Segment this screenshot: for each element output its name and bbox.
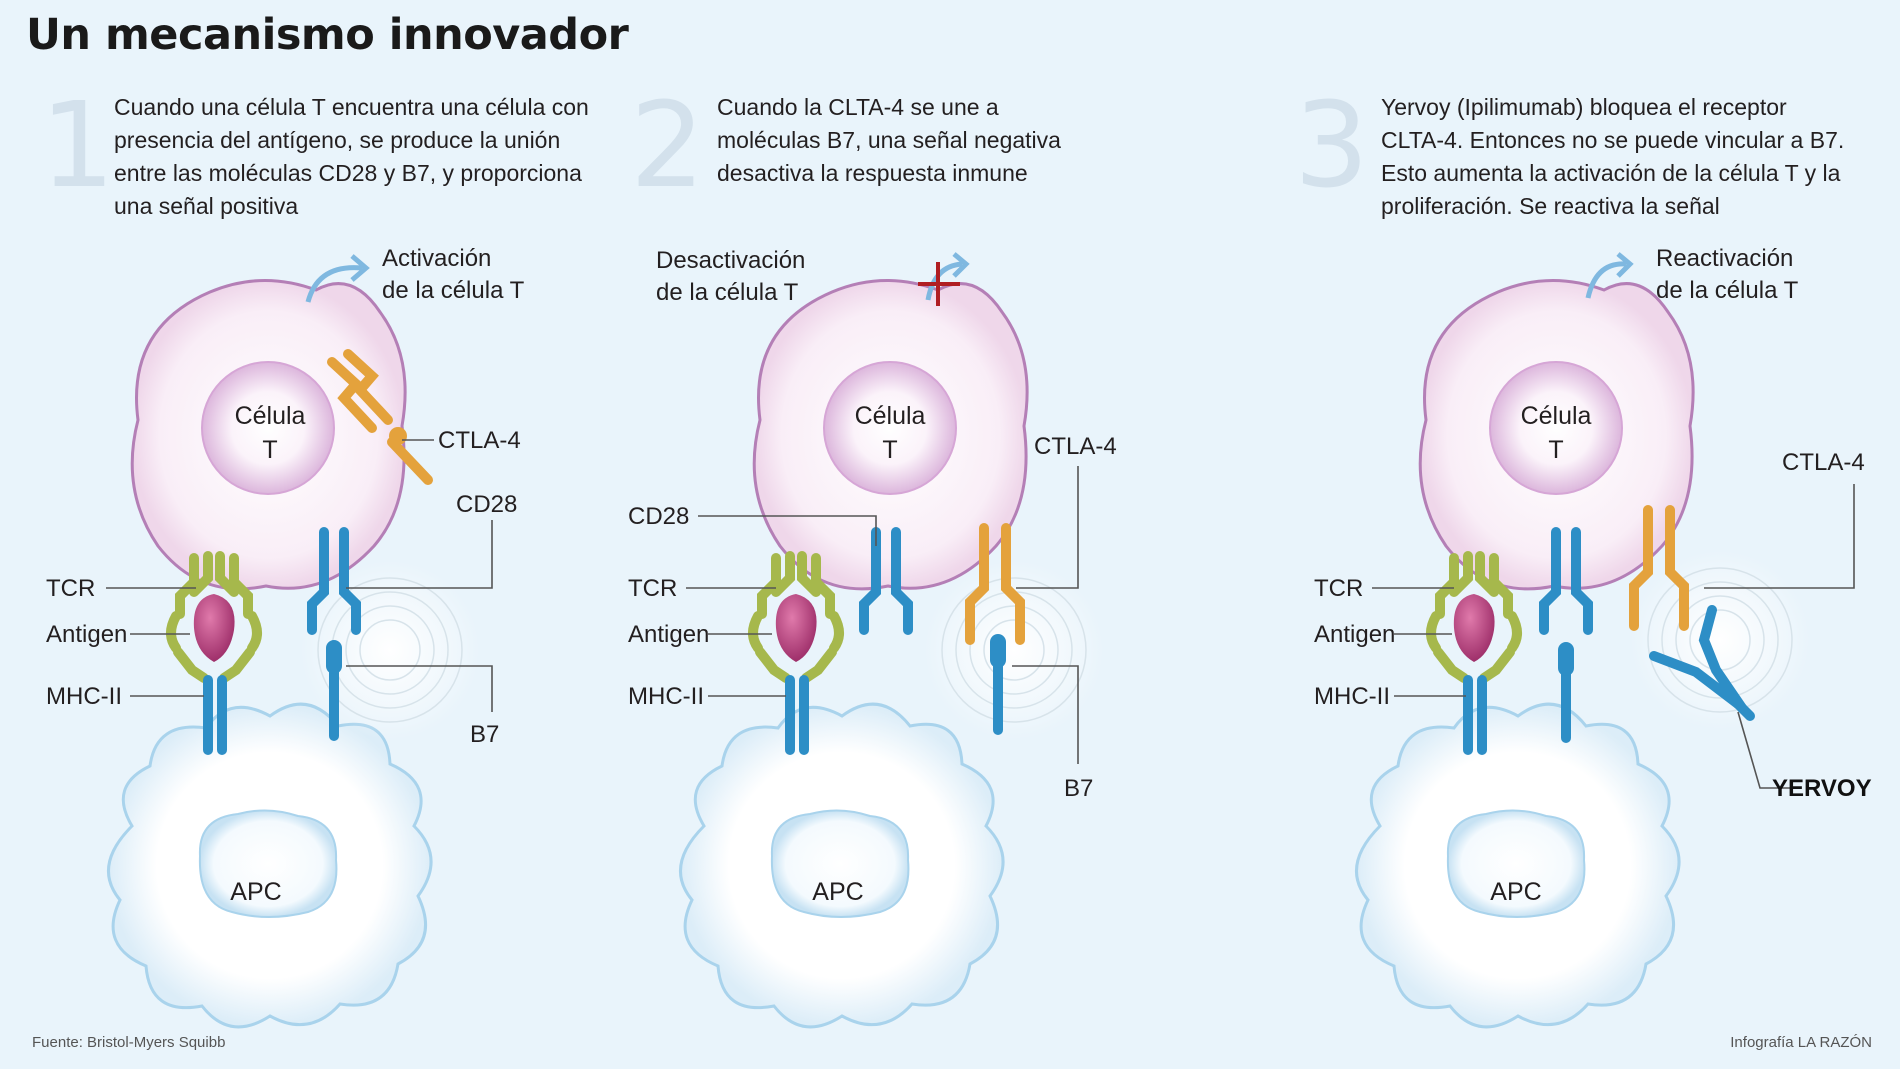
antigen-label: Antigen [628,621,709,648]
mhc-label: MHC-II [628,683,704,710]
step-1-description: Cuando una célula T encuentra una célula… [114,91,589,223]
outcome-label: Reactivación [1656,245,1793,272]
source-note: Fuente: Bristol-Myers Squibb [32,1034,226,1051]
yervoy-antibody [1649,605,1755,721]
apc-cell [678,702,1005,1029]
apc-label: APC [1490,878,1541,906]
cd28-label: CD28 [456,491,517,518]
page-title: Un mecanismo innovador [26,10,629,60]
cell-t-label: T [262,436,277,464]
cell-t-label: Célula [855,402,926,430]
step-2-line: Cuando la CLTA-4 se une a [717,94,999,120]
cd28-label: CD28 [628,503,689,530]
step-3-description: Yervoy (Ipilimumab) bloquea el receptor … [1381,91,1844,223]
step-1-number: 1 [40,76,116,214]
yervoy-label: YERVOY [1772,775,1872,802]
outcome-label: Desactivación [656,247,805,274]
apc-label: APC [812,878,863,906]
arrow-up-right-icon [350,254,370,282]
t-cell-nucleus [823,361,957,495]
step-2-description: Cuando la CLTA-4 se une a moléculas B7, … [717,91,1061,190]
step-2-line: desactiva la respuesta inmune [717,160,1028,186]
outcome-label: de la célula T [1656,277,1799,304]
signal-rings-icon [1629,549,1811,731]
apc-label: APC [230,878,281,906]
step-2-line: moléculas B7, una señal negativa [717,127,1061,153]
ctla4-label: CTLA-4 [1034,433,1117,460]
cell-t-label: Célula [235,402,306,430]
ctla4-label: CTLA-4 [438,427,521,454]
panel-3: Célula T Reactivación de la célula T [1314,245,1872,1029]
cross-block-icon [918,262,960,306]
outcome-label: de la célula T [656,279,799,306]
arrow-up-right-icon [952,252,970,278]
outcome-label: de la célula T [382,277,525,304]
step-1-line: entre las moléculas CD28 y B7, y proporc… [114,160,582,186]
step-1-line: Cuando una célula T encuentra una célula… [114,94,589,120]
credit-note: Infografía LA RAZÓN [1730,1034,1872,1051]
step-2-number: 2 [630,76,706,214]
outcome-label: Activación [382,245,491,272]
t-cell-nucleus [1489,361,1623,495]
step-1-line: presencia del antígeno, se produce la un… [114,127,561,153]
tcr-label: TCR [46,575,95,602]
b7-label: B7 [1064,775,1093,802]
cell-t-label: T [882,436,897,464]
b7-label: B7 [470,721,499,748]
signal-rings-icon [923,559,1105,741]
tcr-label: TCR [628,575,677,602]
step-3-number: 3 [1294,76,1370,214]
mhc-label: MHC-II [46,683,122,710]
step-1-line: una señal positiva [114,193,299,219]
apc-cell [106,702,433,1029]
step-3-line: proliferación. Se reactiva la señal [1381,193,1720,219]
ctla4-receptor [1629,505,1689,631]
arrow-up-right-icon [305,265,363,303]
cell-t-label: T [1548,436,1563,464]
step-3-line: Esto aumenta la activación de la célula … [1381,160,1841,186]
arrow-up-right-icon [1585,261,1627,299]
t-cell-nucleus [201,361,335,495]
antigen-label: Antigen [1314,621,1395,648]
arrow-up-right-icon [1616,252,1634,278]
cell-t-label: Célula [1521,402,1592,430]
apc-cell [1354,702,1681,1029]
panel-1: Célula T Activación de la célula T CTLA-… [46,245,525,1029]
step-3-line: CLTA-4. Entonces no se puede vincular a … [1381,127,1845,153]
panel-2: Célula T Desactivación de la célula T C [628,247,1117,1029]
step-3-line: Yervoy (Ipilimumab) bloquea el receptor [1381,94,1787,120]
ctla4-label: CTLA-4 [1782,449,1865,476]
antigen-label: Antigen [46,621,127,648]
mhc-label: MHC-II [1314,683,1390,710]
tcr-label: TCR [1314,575,1363,602]
ctla4-receptor [327,349,433,485]
ctla4-receptor [965,523,1025,645]
